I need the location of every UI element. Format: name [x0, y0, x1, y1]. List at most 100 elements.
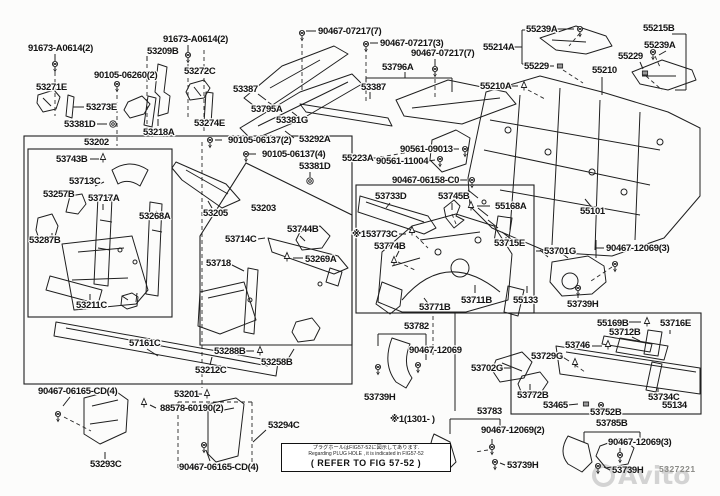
part-label-53212C: 53212C	[195, 365, 227, 376]
part-label-53269A: 53269A	[305, 254, 337, 265]
part-hole	[450, 258, 470, 278]
screw-icon-part	[114, 82, 120, 93]
part-label-53273E: 53273E	[86, 102, 117, 113]
part-label-53201: 53201	[174, 389, 200, 400]
part-drawing	[243, 45, 349, 113]
screw-icon	[461, 145, 469, 158]
part-label-53272C: 53272C	[184, 66, 216, 77]
part-label-9056109013: 90561-09013	[400, 144, 453, 155]
screw-icon	[594, 462, 602, 475]
screw-icon	[374, 363, 382, 376]
screw-icon	[414, 361, 422, 374]
leader-line	[62, 396, 71, 407]
screw-icon	[200, 441, 208, 454]
nut-icon-part	[643, 71, 647, 75]
part-label-53381G: 53381G	[276, 115, 308, 126]
nut-icon-part	[558, 64, 562, 68]
dashed-leader-line	[574, 364, 586, 373]
dashed-leader-line	[562, 69, 584, 84]
leader-line	[63, 194, 72, 198]
note-refer-line: ( REFER TO FIG 57-52 )	[310, 457, 422, 468]
part-label-53292A: 53292A	[299, 134, 331, 145]
nut-icon-part	[641, 70, 649, 76]
part-label-53729G: 53729G	[531, 351, 563, 362]
part-drawing	[123, 95, 151, 119]
part-label-53711B: 53711B	[461, 295, 492, 306]
part-hole	[656, 138, 664, 146]
part-label-53734C: 53734C	[648, 392, 680, 403]
part-label-53258B: 53258B	[261, 357, 293, 368]
leader-line	[658, 50, 667, 56]
screw-icon	[611, 260, 619, 273]
part-drawing	[555, 345, 701, 395]
screw-icon	[436, 155, 444, 168]
part-label-53752B: 53752B	[590, 407, 622, 418]
screw-icon	[576, 25, 584, 38]
part-label-55214A: 55214A	[483, 42, 515, 53]
part-drawing	[631, 59, 697, 91]
part-label-55239A: 55239A	[644, 40, 676, 51]
part-label-53381D: 53381D	[64, 119, 96, 130]
part-drawing	[467, 75, 701, 257]
part-label-53796A: 53796A	[382, 62, 414, 73]
part-label-55169B: 55169B	[597, 318, 629, 329]
part-label-53387: 53387	[233, 84, 258, 95]
nut-icon-part	[584, 402, 588, 406]
part-label-90105062602: 90105-06260(2)	[94, 70, 158, 81]
screw-icon	[468, 176, 476, 189]
part-label-53288B: 53288B	[214, 346, 246, 357]
screw-icon-part	[575, 286, 581, 297]
sheet-number: 5327221	[659, 464, 696, 474]
grommet-icon-part	[111, 122, 115, 126]
screw-icon-part	[612, 262, 618, 273]
part-label-53202: 53202	[84, 137, 109, 148]
clip-icon	[390, 255, 398, 266]
part-drawing	[203, 91, 214, 125]
part-drawing	[35, 213, 59, 243]
leader-line	[94, 181, 105, 187]
clip-icon-part	[408, 225, 416, 236]
dashed-leader-line	[379, 149, 424, 158]
clip-icon	[256, 345, 264, 356]
clip-icon	[571, 357, 579, 368]
part-label-53717A: 53717A	[88, 193, 120, 204]
leader-line	[560, 355, 570, 362]
screw-icon	[431, 65, 439, 78]
screw-icon-part	[363, 42, 369, 53]
screw-icon-part	[598, 403, 604, 414]
part-drawing	[395, 79, 517, 125]
screw-icon-part	[185, 53, 191, 64]
part-label-53772B: 53772B	[517, 390, 549, 401]
part-hole	[247, 297, 253, 303]
part-label-55239A: 55239A	[526, 24, 558, 35]
part-label-53715E: 53715E	[494, 238, 525, 249]
part-label-55101: 55101	[580, 206, 606, 217]
grommet-icon	[109, 120, 117, 128]
part-label-53745B: 53745B	[438, 191, 470, 202]
part-drawing	[143, 95, 157, 128]
clip-icon-part	[283, 251, 291, 262]
part-drawing	[601, 335, 653, 353]
dashed-leader-line	[451, 213, 457, 225]
part-label-90467072173: 90467-07217(3)	[380, 38, 444, 49]
dashed-leader-line	[474, 449, 489, 453]
screw-icon-part	[243, 152, 249, 163]
screw-icon	[362, 40, 370, 53]
part-drawing	[325, 267, 343, 287]
part-drawing	[243, 267, 259, 335]
screw-icon-part	[650, 50, 656, 61]
part-label-9046712069: 90467-12069	[409, 345, 462, 356]
part-label-55168A: 55168A	[495, 201, 527, 212]
screw-icon-part	[577, 27, 583, 38]
part-drawing	[83, 389, 129, 445]
part-label-53773C: 53773C	[366, 229, 398, 240]
clip-icon	[643, 316, 651, 327]
leader-line	[207, 200, 213, 209]
part-hole	[504, 126, 512, 134]
leader-line	[257, 93, 267, 101]
part-label-91673A06142: 91673-A0614(2)	[28, 43, 93, 54]
part-label-55215B: 55215B	[643, 23, 675, 34]
clip-icon-part	[390, 255, 398, 266]
screw-icon-part	[489, 445, 495, 456]
